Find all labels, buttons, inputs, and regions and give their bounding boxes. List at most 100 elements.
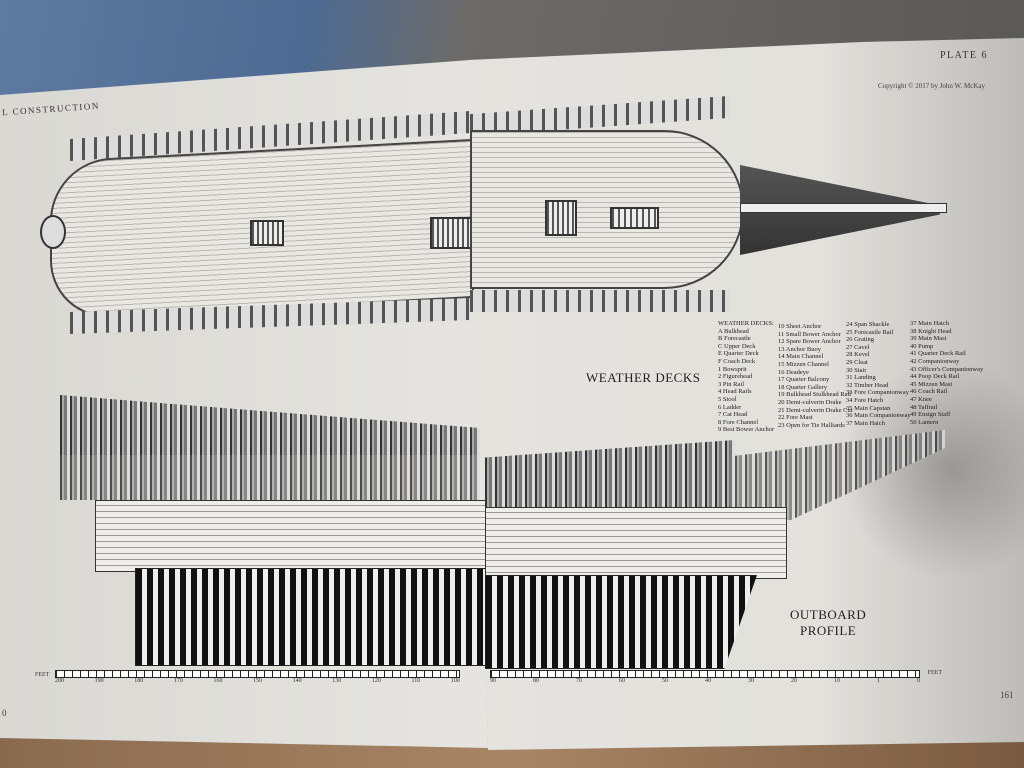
legend-heading: WEATHER DECKS:: [718, 320, 774, 327]
legend-item: 8 Fore Channel: [718, 418, 759, 426]
legend-item: C Upper Deck: [718, 342, 756, 350]
legend-item: 30 Stair: [846, 366, 867, 374]
legend-item: 39 Main Mast: [910, 335, 947, 343]
legend-item: 9 Best Bower Anchor: [718, 426, 775, 434]
legend-item: 22 Fore Mast: [778, 414, 813, 422]
legend-item: E Quarter Deck: [718, 350, 759, 358]
legend-item: 46 Coach Rail: [910, 388, 948, 396]
scale-tick: 80: [533, 678, 539, 684]
outboard-profile-title: OUTBOARD PROFILE: [790, 607, 866, 639]
scale-tick: 40: [705, 678, 711, 684]
scale-tick: 10: [834, 678, 840, 684]
legend-item: A Bulkhead: [718, 327, 749, 335]
legend-item: 19 Bulkhead Stulkhead Rail: [778, 391, 852, 399]
scale-tick: 90: [490, 678, 496, 684]
legend-item: 17 Quarter Balcony: [778, 376, 830, 384]
title-line: OUTBOARD: [790, 607, 867, 622]
legend-item: 44 Poop Deck Rail: [910, 373, 960, 381]
legend-item: 45 Mizzen Mast: [910, 380, 953, 388]
outboard-profile-left: [55, 390, 487, 670]
title-line: PROFILE: [800, 623, 857, 638]
legend-item: 50 Lantern: [910, 418, 939, 426]
scale-tick: 160: [213, 678, 223, 684]
scale-tick: 130: [332, 678, 342, 684]
legend-item: 23 Open for Tie Halliards: [778, 421, 845, 429]
legend-item: 29 Cleat: [846, 358, 868, 366]
legend-item: 28 Kevel: [846, 351, 870, 359]
copyright: Copyright © 2017 by John W. McKay: [878, 82, 986, 90]
legend-item: 15 Mizzen Channel: [778, 360, 829, 368]
legend-item: 10 Sheet Anchor: [778, 323, 822, 330]
bowsprit-shape: [740, 203, 947, 213]
scale-tick: 120: [371, 678, 381, 684]
outboard-profile-right: [485, 395, 955, 675]
deck-planking: [470, 130, 744, 289]
scale-tick: 180: [134, 678, 144, 684]
legend-item: 33 Fore Companionway: [846, 389, 909, 397]
lower-hull: [135, 568, 487, 666]
legend-item: 37 Main Hatch: [846, 419, 885, 427]
legend-item: 36 Main Companionway: [846, 412, 911, 420]
legend-item: 34 Fore Hatch: [846, 396, 884, 404]
legend-item: 27 Cavel: [846, 343, 870, 351]
legend-item: 3 Pin Rail: [718, 380, 745, 388]
legend-item: 13 Anchor Buoy: [778, 345, 821, 353]
scale-tick: 50: [662, 678, 668, 684]
legend-item: 21 Demi-culverin Drake Cut: [778, 406, 853, 414]
legend-item: 38 Knight Head: [910, 327, 952, 335]
legend-item: 16 Deadeye: [778, 368, 809, 376]
hatch-shape: [430, 217, 472, 249]
plate-label: PLATE 6: [940, 50, 988, 61]
weather-decks-plan-right: [470, 95, 950, 345]
scale-tick: 70: [576, 678, 582, 684]
scale-tick: 100: [450, 678, 460, 684]
hull-planking: [95, 500, 487, 572]
legend-item: 47 Knee: [910, 395, 932, 403]
hatch-shape: [610, 207, 659, 229]
scale-unit: FEET: [927, 670, 942, 676]
legend-item: 32 Timber Head: [846, 381, 889, 389]
scale-tick: 140: [292, 678, 302, 684]
weather-decks-title: WEATHER DECKS: [586, 370, 701, 385]
legend-item: 7 Cat Head: [718, 411, 748, 419]
legend-item: 43 Officer's Companionway: [910, 365, 984, 373]
left-page-number: 0: [2, 708, 7, 718]
scale-tick: 30: [748, 678, 754, 684]
scale-tick: 150: [253, 678, 263, 684]
legend-item: 14 Main Channel: [778, 353, 824, 361]
scale-tick: 170: [173, 678, 183, 684]
legend-item: 48 Taffrail: [910, 403, 938, 411]
legend-item: 4 Head Rails: [718, 388, 752, 396]
scale-unit: FEET: [35, 672, 50, 678]
legend-item: 42 Companionway: [910, 357, 960, 365]
grating-shape: [545, 200, 577, 236]
scale-ruler: [55, 670, 460, 678]
legend-item: 37 Main Hatch: [910, 320, 949, 327]
legend-item: 40 Pump: [910, 342, 934, 350]
legend-item: 25 Forecastle Rail: [846, 328, 894, 336]
legend-item: 31 Landing: [846, 374, 876, 382]
scale-tick: 110: [411, 678, 421, 684]
weather-decks-plan-left: [40, 111, 474, 335]
scale-ruler: [490, 670, 920, 678]
legend-item: 11 Small Bower Anchor: [778, 330, 841, 338]
legend-item: 35 Main Capstan: [846, 404, 891, 412]
scale-tick: 1: [877, 678, 880, 684]
gunport-band: [60, 455, 480, 500]
scale-tick: 60: [619, 678, 625, 684]
lantern-shape: [40, 215, 66, 249]
gunport-band: [485, 440, 735, 510]
grating-shape: [250, 220, 284, 246]
deck-rail-lower: [470, 290, 730, 312]
legend-item: 41 Quarter Deck Rail: [910, 350, 966, 358]
scale-tick: 20: [791, 678, 797, 684]
legend-item: 5 Stool: [718, 395, 737, 403]
scale-tick: 200: [55, 678, 64, 684]
